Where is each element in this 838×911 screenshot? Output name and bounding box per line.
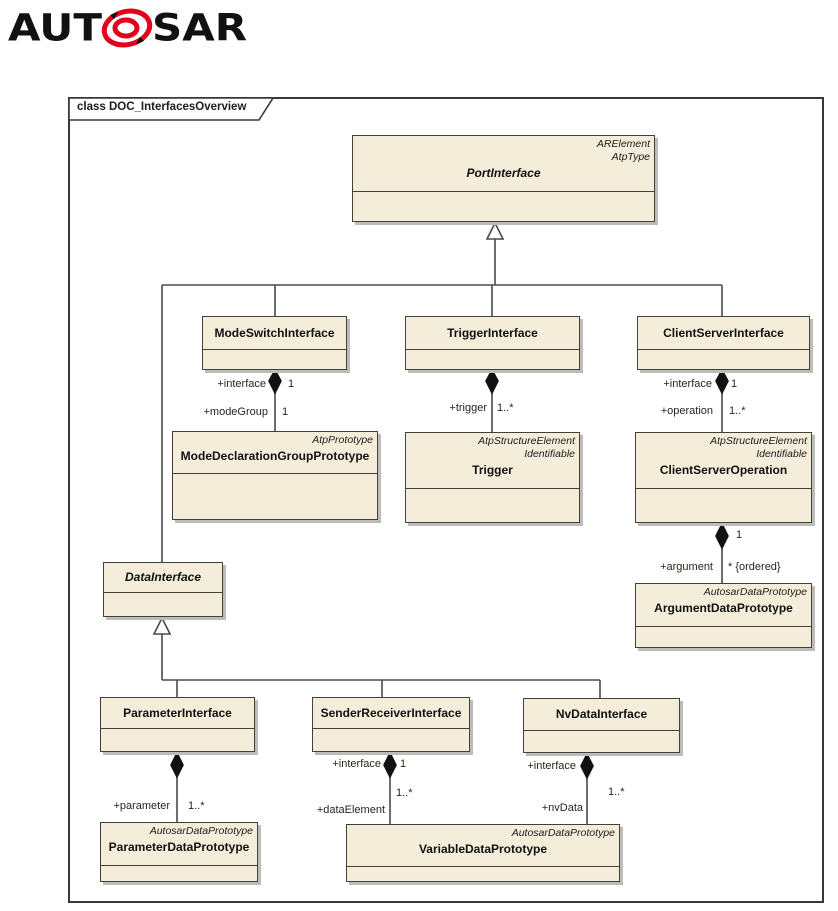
class-head: ModeSwitchInterface [203, 317, 346, 350]
class-name: TriggerInterface [447, 325, 538, 340]
class-box-portinterface: ARElement AtpType PortInterface [352, 135, 655, 222]
stereotype: Identifiable [756, 448, 807, 460]
class-head: ARElement AtpType PortInterface [353, 136, 654, 192]
class-head: AtpPrototype ModeDeclarationGroupPrototy… [173, 432, 377, 474]
class-box-clientserverinterface: ClientServerInterface [637, 316, 810, 370]
logo-text-right: SAR [151, 5, 248, 50]
edge-label-multiplicity: 1 [288, 378, 295, 390]
class-name: SenderReceiverInterface [320, 705, 462, 720]
stereotype: AutosarDataPrototype [149, 825, 253, 837]
logo-text-left: AUT [8, 5, 102, 50]
class-box-datainterface: DataInterface [103, 562, 223, 617]
edge-label-role: +parameter [113, 800, 170, 812]
stereotype: AtpStructureElement [710, 435, 807, 447]
class-box-modeswitchinterface: ModeSwitchInterface [202, 316, 347, 370]
class-box-modedeclarationgroupprototype: AtpPrototype ModeDeclarationGroupPrototy… [172, 431, 378, 520]
class-head: AutosarDataPrototype VariableDataPrototy… [347, 825, 619, 867]
stereotype: AtpPrototype [312, 434, 373, 446]
class-box-clientserveroperation: AtpStructureElement Identifiable ClientS… [635, 432, 812, 523]
edge-label-multiplicity: 1..* [608, 786, 625, 798]
autosar-logo: AUT SAR [8, 6, 247, 50]
class-name: NvDataInterface [555, 707, 648, 721]
edge-label-role: +argument [660, 561, 713, 573]
stereotype: AutosarDataPrototype [511, 827, 615, 839]
stereotype: Identifiable [524, 448, 575, 460]
edge-label-role: +interface [663, 378, 712, 390]
class-head: AtpStructureElement Identifiable ClientS… [636, 433, 811, 489]
edge-label-role: +interface [527, 760, 576, 772]
class-head: ParameterInterface [101, 698, 254, 729]
edge-label-multiplicity: 1 [731, 378, 738, 390]
class-box-triggerinterface: TriggerInterface [405, 316, 580, 370]
class-name: VariableDataPrototype [418, 842, 548, 856]
class-box-parameterinterface: ParameterInterface [100, 697, 255, 752]
class-name: ClientServerOperation [659, 463, 788, 477]
autosar-logo-o-icon [101, 8, 153, 48]
class-name: Trigger [472, 463, 513, 477]
edge-label-multiplicity: 1 [736, 529, 743, 541]
edge-label-role: +trigger [449, 402, 487, 414]
class-head: AtpStructureElement Identifiable Trigger [406, 433, 579, 489]
class-name: DataInterface [124, 570, 202, 584]
stereotype: AutosarDataPrototype [703, 586, 807, 598]
class-box-argumentdataprototype: AutosarDataPrototype ArgumentDataPrototy… [635, 583, 812, 648]
edge-label-role: +modeGroup [203, 406, 268, 418]
class-name: ParameterInterface [123, 705, 232, 720]
edge-label-multiplicity: 1 [400, 758, 407, 770]
edge-label-role: +nvData [541, 802, 583, 814]
edge-label-multiplicity: 1..* [729, 405, 746, 417]
frame-tab-label: class DOC_InterfacesOverview [77, 101, 247, 113]
edge-label-multiplicity: 1..* [188, 800, 205, 812]
class-box-trigger: AtpStructureElement Identifiable Trigger [405, 432, 580, 523]
edge-label-role: +dataElement [316, 804, 385, 816]
edge-label-multiplicity: * {ordered} [728, 561, 781, 573]
stereotype: AtpStructureElement [478, 435, 575, 447]
edge-label-multiplicity: 1..* [396, 787, 413, 799]
edge-label-multiplicity: 1 [282, 406, 289, 418]
class-head: NvDataInterface [524, 699, 679, 731]
edge-label-multiplicity: 1..* [497, 402, 514, 414]
stereotype: ARElement [596, 138, 650, 150]
class-box-nvdatainterface: NvDataInterface [523, 698, 680, 753]
edge-label-role: +operation [660, 405, 713, 417]
class-name: ClientServerInterface [663, 325, 784, 340]
class-box-senderreceiverinterface: SenderReceiverInterface [312, 697, 470, 752]
class-head: ClientServerInterface [638, 317, 809, 350]
class-head: AutosarDataPrototype ParameterDataProtot… [101, 823, 257, 866]
class-box-parameterdataprototype: AutosarDataPrototype ParameterDataProtot… [100, 822, 258, 882]
class-name: ModeSwitchInterface [214, 325, 335, 340]
class-name: ParameterDataPrototype [108, 840, 250, 854]
class-name: PortInterface [466, 166, 541, 180]
class-box-variabledataprototype: AutosarDataPrototype VariableDataPrototy… [346, 824, 620, 882]
edge-label-role: +interface [332, 758, 381, 770]
class-name: ModeDeclarationGroupPrototype [180, 449, 370, 463]
edge-label-role: +interface [217, 378, 266, 390]
class-head: TriggerInterface [406, 317, 579, 350]
class-head: AutosarDataPrototype ArgumentDataPrototy… [636, 584, 811, 627]
class-name: ArgumentDataPrototype [654, 601, 793, 615]
stereotype: AtpType [611, 151, 650, 163]
class-head: SenderReceiverInterface [313, 698, 469, 729]
class-head: DataInterface [104, 563, 222, 593]
